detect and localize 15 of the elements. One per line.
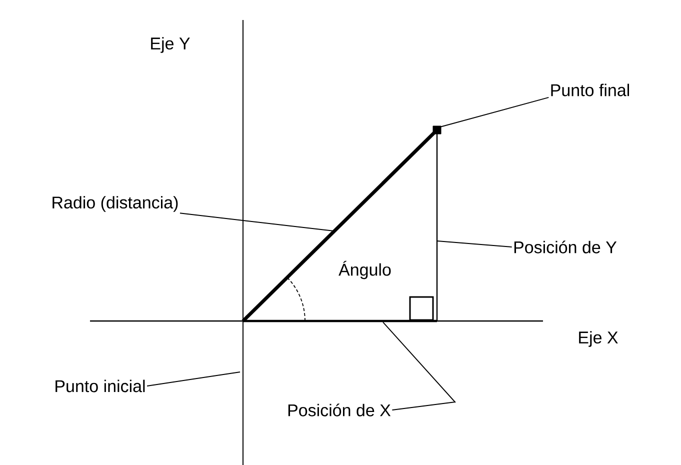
callout-text: Punto final	[551, 84, 629, 96]
x-position-line	[243, 320, 437, 322]
callout-text: Posición de Y	[514, 240, 617, 254]
leader-line	[179, 212, 334, 232]
callout-text: Posición de X	[288, 404, 391, 416]
leader-line	[440, 96, 550, 128]
leader-line	[437, 240, 512, 248]
leader-line	[146, 371, 240, 386]
axis-label: Eje X	[579, 331, 618, 347]
callout-text: Radio (distancia)	[52, 196, 178, 212]
radius-line	[242, 128, 438, 322]
axis-label: Eje Y	[151, 37, 190, 53]
leader-line	[382, 322, 456, 410]
callout-text: Punto inicial	[56, 380, 145, 392]
angle-label: Ángulo	[338, 260, 391, 280]
